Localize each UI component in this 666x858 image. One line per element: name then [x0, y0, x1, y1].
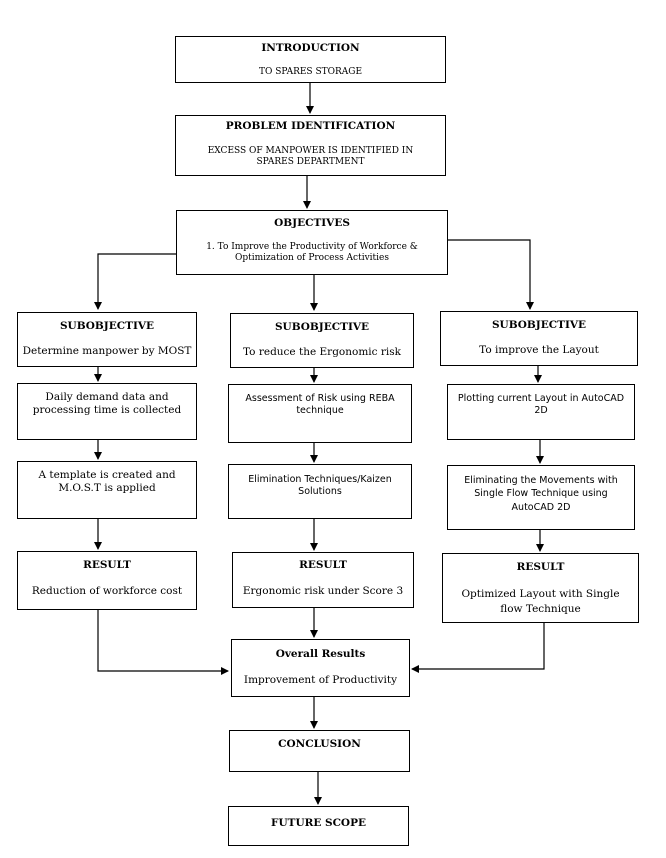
left-result-text: Reduction of workforce cost: [31, 585, 183, 597]
right-subobjective-title: SUBOBJECTIVE: [491, 319, 587, 331]
middle-step2-box: Elimination Techniques/Kaizen Solutions: [228, 464, 412, 519]
middle-subobjective-title: SUBOBJECTIVE: [274, 321, 370, 333]
overall-results-text: Improvement of Productivity: [243, 674, 398, 686]
middle-step1-text: Assessment of Risk using REBA technique: [245, 393, 395, 416]
left-subobjective-title: SUBOBJECTIVE: [59, 320, 155, 332]
arrow-objectives-right: [448, 239, 534, 310]
left-step1-box: Daily demand data and processing time is…: [17, 383, 197, 440]
conclusion-title: CONCLUSION: [278, 738, 361, 750]
middle-result-box: RESULT Ergonomic risk under Score 3: [232, 552, 414, 608]
introduction-title: INTRODUCTION: [261, 42, 360, 54]
right-result-title: RESULT: [516, 561, 565, 573]
right-step1-text: Plotting current Layout in AutoCAD 2D: [457, 393, 625, 416]
future-scope-box: FUTURE SCOPE: [228, 806, 409, 846]
right-result-box: RESULT Optimized Layout with Single flow…: [442, 553, 639, 623]
right-step2-text: Eliminating the Movements with Single Fl…: [464, 475, 618, 513]
arrow-left-result-overall: [97, 610, 229, 675]
objectives-text: 1. To Improve the Productivity of Workfo…: [206, 242, 418, 264]
objectives-box: OBJECTIVES 1. To Improve the Productivit…: [176, 210, 448, 275]
left-step1-text: Daily demand data and processing time is…: [32, 391, 182, 417]
right-result-text: Optimized Layout with Single flow Techni…: [461, 588, 620, 616]
left-result-box: RESULT Reduction of workforce cost: [17, 551, 197, 610]
middle-step1-box: Assessment of Risk using REBA technique: [228, 384, 412, 443]
overall-results-title: Overall Results: [275, 648, 366, 660]
future-scope-title: FUTURE SCOPE: [271, 817, 366, 829]
middle-step2-text: Elimination Techniques/Kaizen Solutions: [248, 474, 392, 497]
right-subobjective-box: SUBOBJECTIVE To improve the Layout: [440, 311, 638, 366]
middle-result-text: Ergonomic risk under Score 3: [242, 585, 404, 597]
middle-subobjective-text: To reduce the Ergonomic risk: [242, 346, 401, 358]
left-step2-box: A template is created and M.O.S.T is app…: [17, 461, 197, 519]
arrow-objectives-left: [94, 253, 176, 310]
problem-identification-text: EXCESS OF MANPOWER IS IDENTIFIED IN SPAR…: [207, 146, 414, 168]
left-result-title: RESULT: [83, 559, 131, 571]
objectives-title: OBJECTIVES: [274, 217, 350, 229]
left-subobjective-text: Determine manpower by MOST: [22, 345, 192, 357]
right-step1-box: Plotting current Layout in AutoCAD 2D: [447, 384, 635, 440]
middle-subobjective-box: SUBOBJECTIVE To reduce the Ergonomic ris…: [230, 313, 414, 368]
right-subobjective-text: To improve the Layout: [479, 344, 599, 356]
problem-identification-title: PROBLEM IDENTIFICATION: [225, 120, 396, 132]
left-subobjective-box: SUBOBJECTIVE Determine manpower by MOST: [17, 312, 197, 367]
arrow-right-result-overall: [411, 623, 545, 673]
problem-identification-box: PROBLEM IDENTIFICATION EXCESS OF MANPOWE…: [175, 115, 446, 176]
introduction-box: INTRODUCTION TO SPARES STORAGE: [175, 36, 446, 83]
left-step2-text: A template is created and M.O.S.T is app…: [38, 469, 176, 495]
conclusion-box: CONCLUSION: [229, 730, 410, 772]
right-step2-box: Eliminating the Movements with Single Fl…: [447, 465, 635, 530]
introduction-text: TO SPARES STORAGE: [258, 67, 363, 77]
overall-results-box: Overall Results Improvement of Productiv…: [231, 639, 410, 697]
middle-result-title: RESULT: [299, 559, 347, 571]
